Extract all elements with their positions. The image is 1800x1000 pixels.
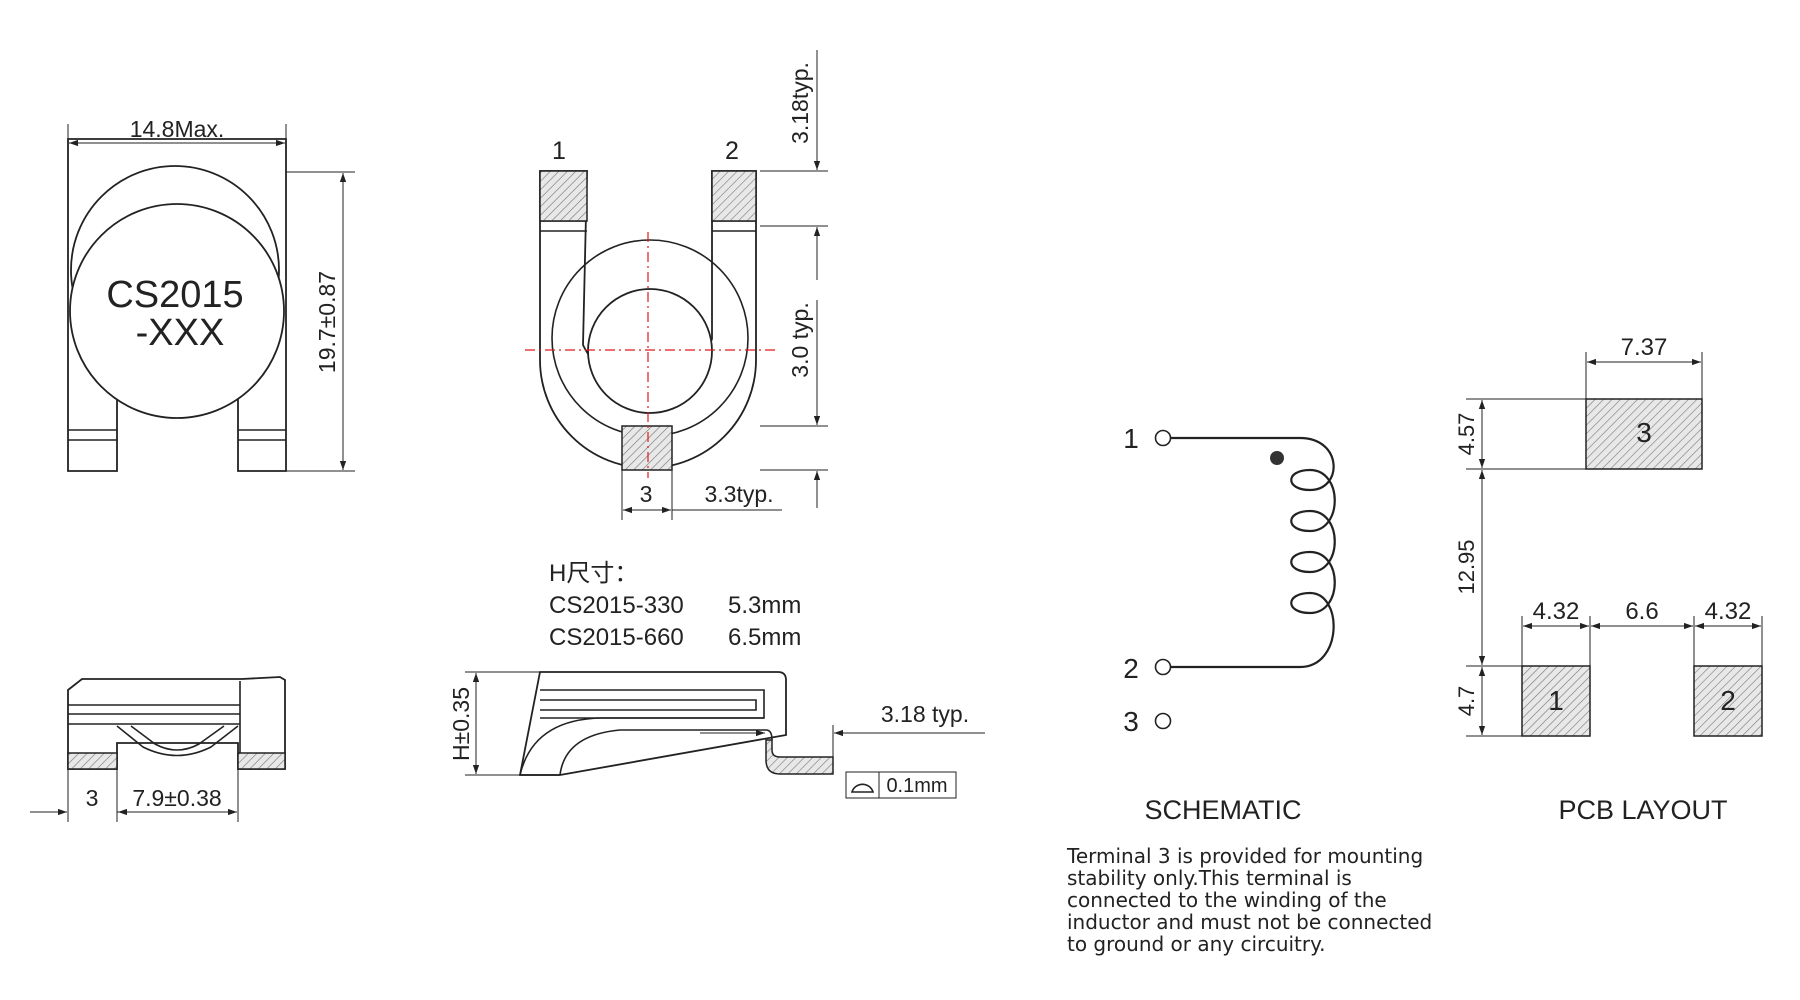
pcb-pad-left-width-label: 4.32: [1533, 598, 1580, 625]
schematic: 1 2 3 SCHEMATIC Terminal 3 is provided f…: [1066, 423, 1432, 956]
height-dimension-label: 19.7±0.87: [314, 271, 340, 373]
pcb-pad-gap-label: 6.6: [1625, 598, 1658, 625]
side-right-pad: [237, 752, 286, 770]
side-profile-foot: [765, 739, 834, 775]
h-dimension-table: H尺寸： CS2015-330 5.3mm CS2015-660 6.5mm: [549, 560, 801, 651]
schematic-terminal-3: [1154, 712, 1172, 730]
pcb-pad3-label: 3: [1636, 417, 1652, 448]
side-body-notch-inner: [130, 725, 225, 751]
front-view-core-hole: [587, 288, 713, 414]
schematic-note-line5: to ground or any circuitry.: [1067, 932, 1325, 956]
front-pad-1: [539, 170, 588, 222]
front-view: 1 2 3.18typ. 3.0 typ. 3 3.3typ.: [525, 50, 828, 520]
pcb-pad-1: [1521, 665, 1591, 737]
h-table-row2-part: CS2015-660: [549, 624, 684, 651]
side-profile-outer: [518, 671, 787, 776]
h-height-dimension-label: H±0.35: [448, 687, 474, 761]
schematic-pin1-label: 1: [1123, 423, 1139, 454]
flatness-value: 0.1mm: [886, 775, 947, 797]
marking-line1: CS2015: [106, 274, 243, 316]
width-dimension-label: 14.8Max.: [130, 116, 225, 142]
side-profile-curve-inner: [559, 729, 773, 776]
h-table-row1-value: 5.3mm: [728, 592, 801, 619]
top-view: CS2015 -XXX 14.8Max. 19.7±0.87: [67, 116, 355, 472]
h-table-row1-part: CS2015-330: [549, 592, 684, 619]
pcb-pad-2: [1693, 665, 1763, 737]
polarity-dot: [1270, 451, 1284, 465]
pcb-pad2-label: 2: [1720, 685, 1736, 716]
pcb-bottom-height-label: 4.7: [1454, 686, 1479, 717]
schematic-title: SCHEMATIC: [1144, 795, 1301, 825]
side-body-notch: [116, 725, 239, 757]
width-typ-dimension-label: 3.3typ.: [704, 481, 773, 507]
flatness-symbol: [850, 783, 875, 793]
pcb-top-width-label: 7.37: [1621, 334, 1668, 361]
foot-lead-dimension-label: 3.18 typ.: [881, 701, 969, 727]
terminal-dimension-label: 3: [86, 785, 99, 811]
schematic-note-line4: inductor and must not be connected: [1067, 910, 1432, 934]
schematic-pin2-label: 2: [1123, 653, 1139, 684]
top-view-front-circle: [69, 203, 285, 419]
front-pad-3: [621, 425, 673, 471]
side-left-pad: [67, 752, 118, 770]
length-dimension-label: 7.9±0.38: [132, 785, 221, 811]
marking-line2: -XXX: [136, 312, 225, 354]
top-view-right-lead-bands: [238, 429, 286, 441]
schematic-note-line2: stability only.This terminal is: [1067, 866, 1352, 890]
pcb-pad1-label: 1: [1548, 685, 1564, 716]
h-table-row2-value: 6.5mm: [728, 624, 801, 651]
schematic-note-line3: connected to the winding of the: [1067, 888, 1387, 912]
bottom-left-side-view: 3 7.9±0.38: [30, 676, 286, 822]
flatness-frame: [845, 771, 957, 799]
side-body-layers: [68, 681, 241, 753]
front-pin3-label: 3: [640, 481, 653, 507]
pcb-layout-title: PCB LAYOUT: [1558, 795, 1727, 825]
pcb-pad-right-width-label: 4.32: [1705, 598, 1752, 625]
pcb-top-height-label: 4.57: [1454, 413, 1479, 456]
front-pad-2: [711, 170, 757, 222]
schematic-pin3-label: 3: [1123, 706, 1139, 737]
pcb-layout: 3 1 2 7.37 4.57 12.95 4.7 4.32 6.6 4.32 …: [1454, 334, 1763, 825]
front-pin2-label: 2: [725, 137, 739, 165]
core-dimension-label: 3.0 typ.: [787, 302, 813, 377]
lead-length-dimension-label: 3.18typ.: [787, 62, 813, 144]
inductor-coil: [1171, 436, 1336, 669]
side-profile-view: H±0.35 3.18 typ. 0.1mm: [448, 671, 985, 799]
schematic-terminal-2: [1154, 658, 1172, 676]
schematic-note-line1: Terminal 3 is provided for mounting: [1066, 844, 1423, 868]
top-view-left-lead-bands: [68, 429, 117, 441]
h-table-title: H尺寸：: [549, 560, 638, 587]
front-pin1-label: 1: [552, 137, 566, 165]
schematic-terminal-1: [1154, 429, 1172, 447]
side-profile-curve-outer: [519, 717, 764, 776]
pcb-pad-3: [1585, 398, 1703, 470]
pcb-gap-vertical-label: 12.95: [1454, 539, 1479, 594]
